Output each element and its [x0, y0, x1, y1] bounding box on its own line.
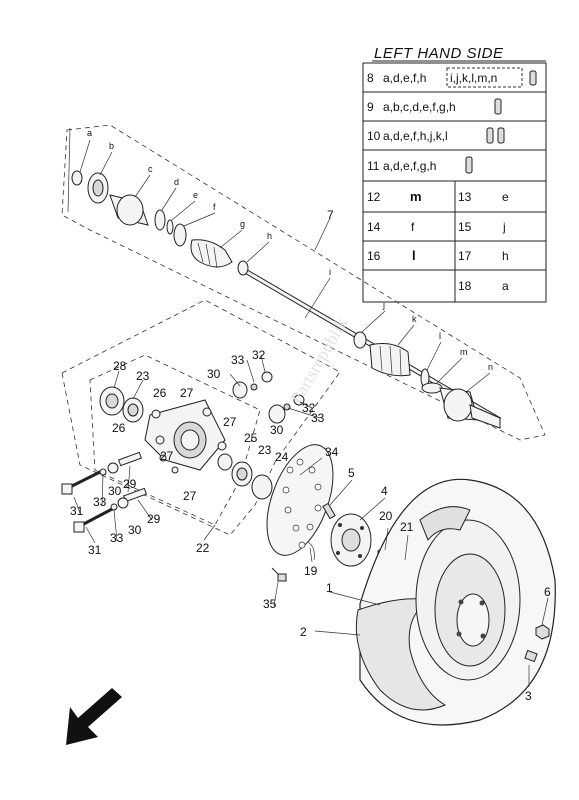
legend-pair-num: 14 [367, 220, 381, 234]
legend-row-text: a,d,e,f,h [383, 71, 426, 85]
legend-row-boxed-text: i,j,k,l,m,n [450, 71, 497, 85]
legend-row-num: 11 [367, 159, 380, 173]
legend-row-num: 8 [367, 71, 374, 85]
callout-label: 29 [147, 512, 161, 526]
watermark-text: Partsrepublik [286, 314, 351, 407]
callout-label: 23 [136, 369, 150, 383]
wheel-hub [271, 502, 417, 582]
legend-pair-value: e [502, 190, 509, 204]
shaft-letter-label: k [412, 314, 417, 324]
legend-pair-num: 16 [367, 249, 381, 263]
callout-label: 2 [300, 625, 307, 639]
callout-label: 31 [88, 543, 102, 557]
legend-row-text: a,b,c,d,e,f,g,h [383, 100, 456, 114]
callout-label: 32 [302, 401, 316, 415]
hub-assembly [61, 299, 341, 536]
legend-pair-value: a [502, 279, 509, 293]
shaft-letter-label: d [174, 177, 179, 187]
callout-label: 7 [327, 208, 334, 222]
front-arrow-icon [66, 688, 122, 745]
callout-label: 27 [223, 415, 237, 429]
callout-label: 33 [311, 411, 325, 425]
callout-label: 30 [128, 523, 142, 537]
callout-label: 30 [207, 367, 221, 381]
legend-row-text: a,d,e,f,h,j,k,l [383, 129, 448, 143]
callout-label: 28 [113, 359, 127, 373]
legend-pair-num: 13 [458, 190, 472, 204]
drive-shaft-assembly: a b c d e f g h i j k l m n [61, 124, 546, 441]
shaft-letter-label: m [460, 347, 468, 357]
callout-label: 32 [252, 348, 266, 362]
callout-label: 24 [275, 450, 289, 464]
callout-label: 5 [348, 466, 355, 480]
legend-row-num: 9 [367, 100, 374, 114]
shaft-letter-label: j [382, 300, 385, 310]
shaft-letter-label: f [213, 202, 216, 212]
callout-label: 33 [93, 495, 107, 509]
legend-pair-num: 18 [458, 279, 472, 293]
shaft-letter-label: h [267, 231, 272, 241]
callout-label: 31 [70, 504, 84, 518]
callout-label: 26 [112, 421, 126, 435]
shaft-letter-label: e [193, 190, 198, 200]
callout-label: 30 [270, 423, 284, 437]
bolt-icon [486, 127, 505, 144]
bolt-icon [494, 98, 502, 115]
callout-label: 22 [196, 541, 210, 555]
callout-label: 30 [108, 484, 122, 498]
callout-label: 6 [544, 585, 551, 599]
callout-label: 27 [183, 489, 197, 503]
legend-pair-num: 15 [458, 220, 472, 234]
shaft-letter-label: n [488, 362, 493, 372]
legend-row-text: a,d,e,f,g,h [383, 159, 436, 173]
callout-label: 34 [325, 445, 339, 459]
callout-label: 33 [231, 353, 245, 367]
shaft-letter-label: c [148, 164, 153, 174]
legend-pair-value: l [412, 248, 416, 263]
legend-pair-num: 12 [367, 190, 381, 204]
callout-label: 33 [110, 531, 124, 545]
shaft-letter-label: g [240, 219, 245, 229]
callout-numbers: 7 1 2 3 4 5 6 19 20 21 22 23 23 24 25 26… [70, 208, 551, 703]
shaft-letter-label: a [87, 128, 92, 138]
callout-label: 25 [244, 431, 258, 445]
legend-pair-value: m [410, 189, 422, 204]
legend-pair-value: h [502, 249, 509, 263]
callout-label: 19 [304, 564, 318, 578]
callout-label: 3 [525, 689, 532, 703]
legend-pair-num: 17 [458, 249, 472, 263]
legend-row-num: 10 [367, 129, 381, 143]
callout-label: 20 [379, 509, 393, 523]
shaft-letter-label: l [439, 331, 441, 341]
bolt-icon [465, 156, 473, 174]
callout-leaders [73, 217, 549, 687]
legend-table: LEFT HAND SIDE 8 a,d,e,f,h i,j,k,l,m,n 9… [362, 45, 547, 303]
legend-pair-value: f [411, 220, 415, 234]
callout-label: 4 [381, 484, 388, 498]
shaft-letter-labels: a b c d e f g h i j k l m n [87, 128, 493, 372]
callout-label: 29 [123, 477, 137, 491]
callout-label: 26 [153, 386, 167, 400]
callout-label: 27 [180, 386, 194, 400]
callout-label: 1 [326, 581, 333, 595]
shaft-letter-label: i [329, 267, 331, 277]
wheel-tire [355, 478, 556, 726]
legend-title: LEFT HAND SIDE [374, 45, 504, 62]
callout-label: 21 [400, 520, 414, 534]
callout-label: 35 [263, 597, 277, 611]
bolt-icon [529, 70, 537, 86]
legend-pair-value: j [502, 220, 506, 234]
callout-label: 27 [160, 449, 174, 463]
shaft-letter-label: b [109, 141, 114, 151]
callout-label: 23 [258, 443, 272, 457]
brake-disc [266, 444, 334, 556]
